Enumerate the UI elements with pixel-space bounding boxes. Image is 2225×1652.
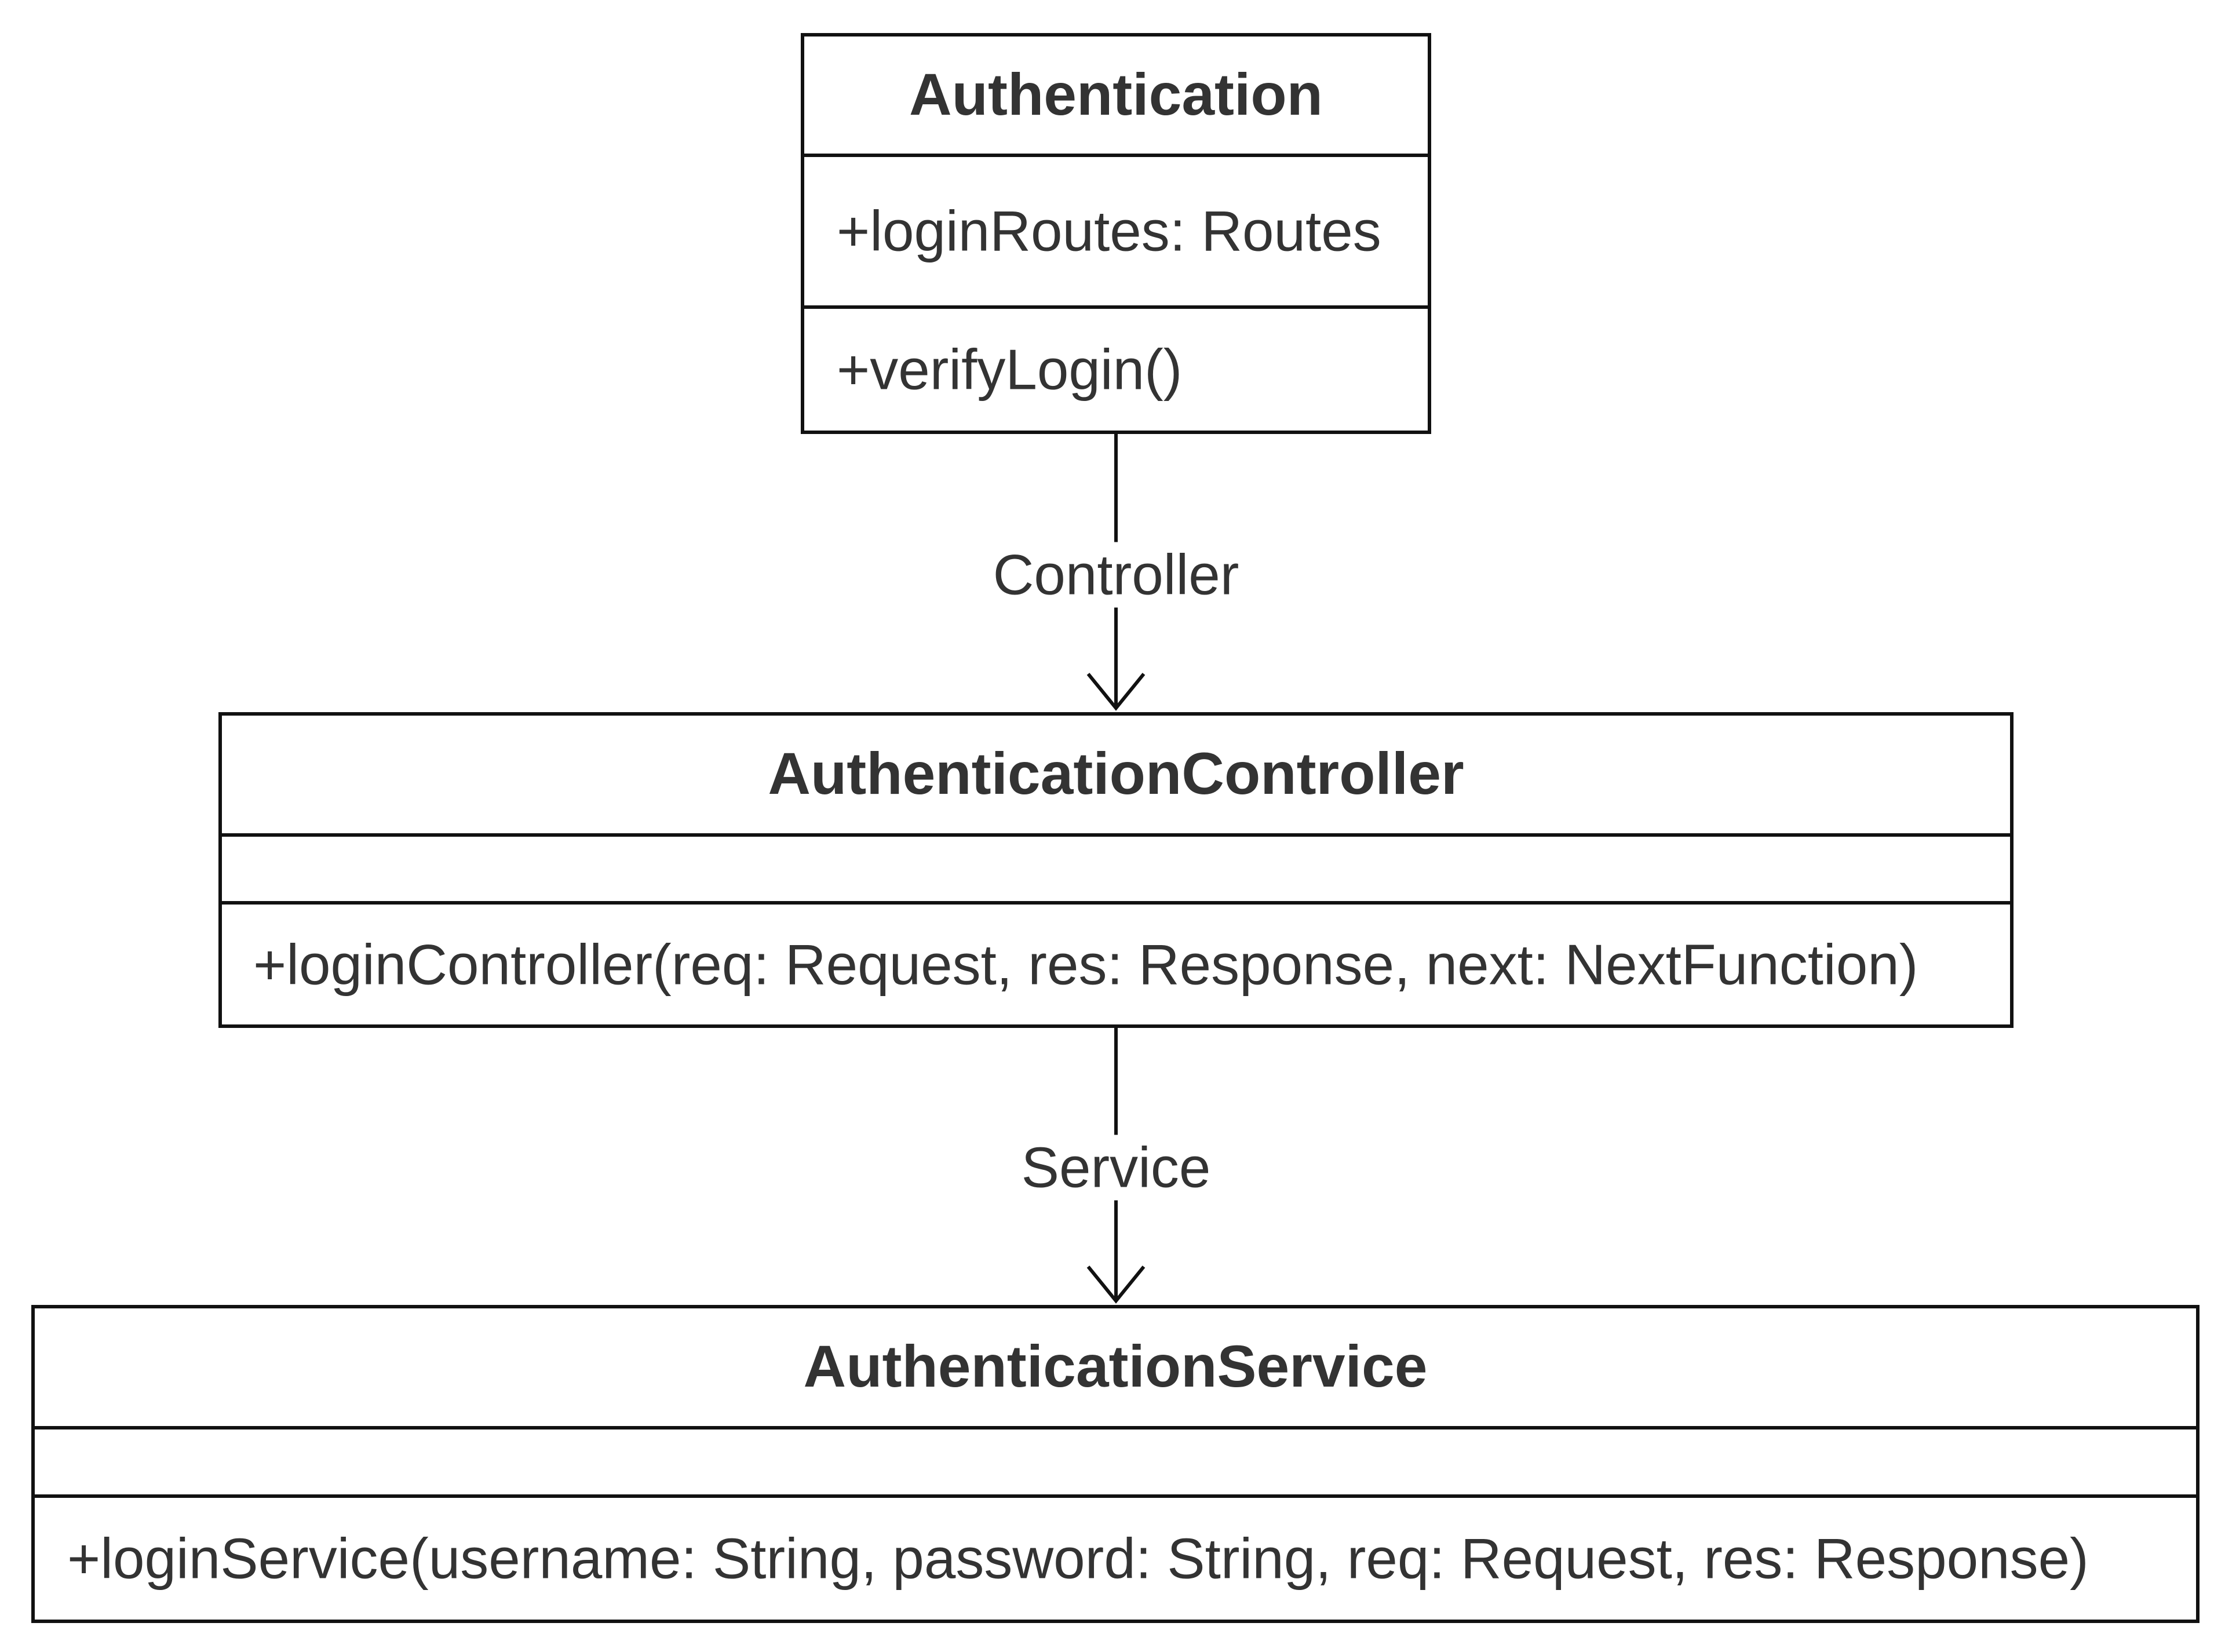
operation-login-service: +loginService(username: String, password… <box>67 1526 2089 1591</box>
edge-service-arrowhead <box>1086 1266 1146 1304</box>
edge-label-service: Service <box>1017 1135 1214 1201</box>
attributes-section-empty <box>35 1426 2196 1494</box>
class-name-section: Authentication <box>804 37 1428 154</box>
attributes-section: +loginRoutes: Routes <box>804 154 1428 305</box>
class-name-section: AuthenticationService <box>35 1308 2196 1426</box>
class-authentication[interactable]: Authentication +loginRoutes: Routes +ver… <box>801 33 1431 434</box>
class-authentication-service[interactable]: AuthenticationService +loginService(user… <box>31 1305 2200 1623</box>
operation-verify-login: +verifyLogin() <box>837 337 1183 402</box>
class-authentication-controller[interactable]: AuthenticationController +loginControlle… <box>218 712 2014 1028</box>
edge-label-controller: Controller <box>989 542 1243 608</box>
operations-section: +loginController(req: Request, res: Resp… <box>222 901 2010 1024</box>
operation-login-controller: +loginController(req: Request, res: Resp… <box>253 932 1918 996</box>
operations-section: +loginService(username: String, password… <box>35 1494 2196 1620</box>
class-name-authentication-controller: AuthenticationController <box>768 741 1464 807</box>
edge-controller-arrowhead <box>1086 673 1146 711</box>
attribute-login-routes: +loginRoutes: Routes <box>837 199 1381 263</box>
attributes-section-empty <box>222 833 2010 901</box>
class-name-authentication-service: AuthenticationService <box>803 1333 1428 1399</box>
class-name-section: AuthenticationController <box>222 716 2010 833</box>
operations-section: +verifyLogin() <box>804 305 1428 431</box>
class-name-authentication: Authentication <box>909 61 1323 127</box>
